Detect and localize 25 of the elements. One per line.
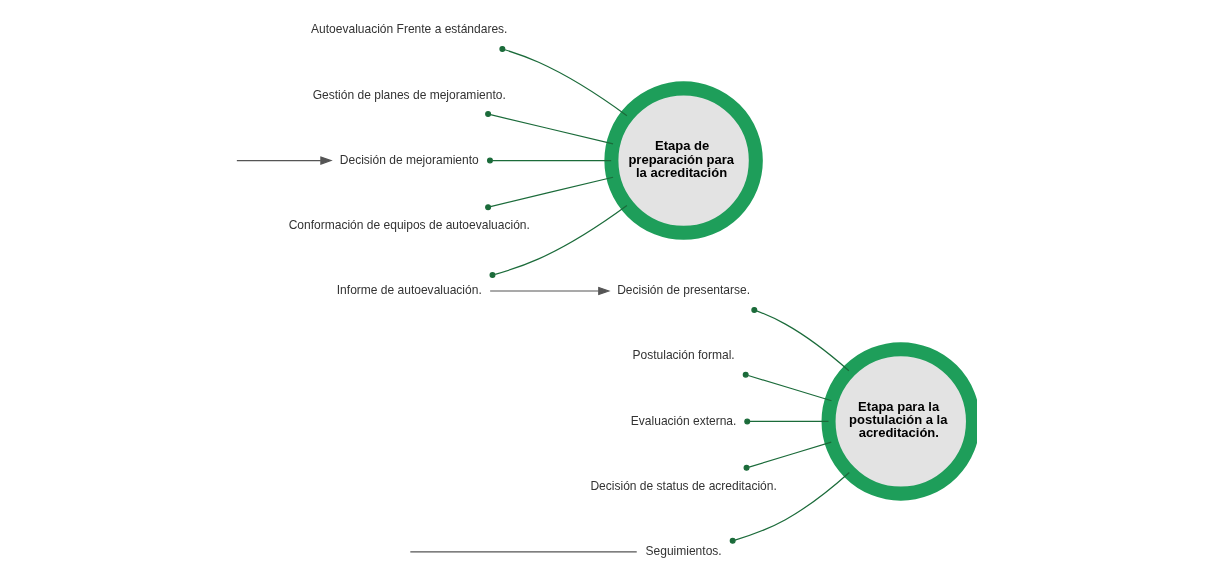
arrow	[236, 156, 333, 165]
node-text: Seguimientos.	[645, 543, 722, 558]
node-text: Conformación de equipos de autoevaluación.	[288, 217, 530, 232]
node-text: Decisión de mejoramiento	[339, 152, 479, 167]
connector	[409, 551, 638, 553]
node-text: Autoevaluación Frente a estándares.	[311, 22, 508, 37]
connector	[485, 111, 614, 145]
connector	[743, 441, 832, 471]
node-text: Decisión de presentarse.	[617, 283, 751, 298]
connector	[499, 46, 628, 117]
connector	[751, 306, 850, 372]
node-circle: Etapa para la postulación a la acreditación.	[821, 342, 977, 501]
node-text: Informe de autoevaluación.	[336, 283, 482, 298]
node-circle: Etapa de preparación para la acreditación	[604, 81, 763, 240]
node-text: Decisión de status de acreditación.	[590, 478, 777, 493]
connector	[489, 204, 628, 279]
connector	[486, 157, 612, 164]
connector	[485, 176, 614, 211]
connector	[742, 371, 833, 402]
connector	[744, 418, 830, 425]
node-text: Evaluación externa.	[630, 413, 737, 428]
node-text: Gestión de planes de mejoramiento.	[312, 87, 506, 102]
node-text: Postulación formal.	[632, 348, 735, 363]
arrow	[489, 286, 611, 296]
connector	[729, 471, 850, 544]
